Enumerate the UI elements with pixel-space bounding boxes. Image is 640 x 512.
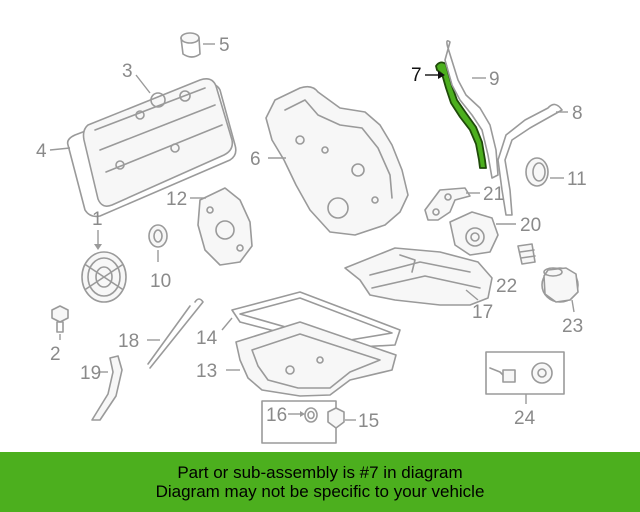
part-23-oil-filter[interactable]: [541, 267, 579, 313]
info-banner: Part or sub-assembly is #7 in diagram Di…: [0, 452, 640, 512]
callout-13[interactable]: 13: [196, 361, 217, 382]
part-6-timing-cover[interactable]: [265, 85, 409, 236]
callout-4[interactable]: 4: [36, 141, 47, 162]
part-9-gasket[interactable]: [444, 40, 499, 179]
callout-8[interactable]: 8: [572, 103, 583, 124]
callout-17[interactable]: 17: [472, 302, 493, 323]
callout-5[interactable]: 5: [219, 35, 230, 56]
part-7-highlighted[interactable]: [425, 61, 487, 169]
callout-21[interactable]: 21: [483, 184, 504, 205]
callout-6[interactable]: 6: [250, 149, 261, 170]
callout-19[interactable]: 19: [80, 363, 101, 384]
part-12-oil-pump[interactable]: [190, 187, 253, 266]
part-4-valve-cover-gasket[interactable]: [66, 83, 237, 218]
part-1-crank-pulley[interactable]: [81, 230, 127, 303]
callout-7[interactable]: 7: [411, 65, 422, 86]
callout-24[interactable]: 24: [514, 408, 536, 429]
part-13-oil-pan[interactable]: [226, 321, 397, 397]
callout-23[interactable]: 23: [562, 316, 583, 337]
part-20-tensioner[interactable]: [449, 211, 516, 256]
callout-22[interactable]: 22: [496, 276, 517, 297]
part-17-windage-tray[interactable]: [344, 247, 493, 306]
part-24-sensor-kit[interactable]: [489, 362, 553, 404]
callout-10[interactable]: 10: [150, 271, 171, 292]
part-3-valve-cover[interactable]: [82, 74, 234, 207]
part-2-bolt[interactable]: [51, 305, 69, 340]
part-11-seal[interactable]: [525, 157, 564, 187]
part-15-drain-plug[interactable]: [327, 407, 356, 429]
part-24-box: [485, 351, 565, 395]
callout-14[interactable]: 14: [196, 328, 218, 349]
callout-18[interactable]: 18: [118, 331, 139, 352]
part-8-gasket[interactable]: [497, 103, 568, 216]
callout-15[interactable]: 15: [358, 411, 379, 432]
part-18-dipstick[interactable]: [147, 298, 204, 369]
callout-1[interactable]: 1: [92, 209, 103, 230]
part-22-sensor[interactable]: [517, 243, 536, 265]
callout-3[interactable]: 3: [122, 61, 133, 82]
callout-12[interactable]: 12: [166, 189, 187, 210]
part-19-tube[interactable]: [91, 355, 123, 421]
callout-2[interactable]: 2: [50, 344, 61, 365]
part-21-bracket[interactable]: [424, 187, 480, 221]
parts-diagram: 5 3 4 6 7 9: [36, 32, 587, 444]
callout-11[interactable]: 11: [567, 169, 587, 190]
part-16-washer[interactable]: [288, 407, 318, 423]
callout-16[interactable]: 16: [266, 405, 287, 426]
part-5-plug[interactable]: [180, 32, 215, 58]
callout-9[interactable]: 9: [489, 69, 500, 90]
part-10-seal[interactable]: [148, 224, 168, 262]
banner-line-1: Part or sub-assembly is #7 in diagram: [177, 463, 463, 482]
callout-20[interactable]: 20: [520, 215, 541, 236]
banner-line-2: Diagram may not be specific to your vehi…: [155, 482, 485, 501]
